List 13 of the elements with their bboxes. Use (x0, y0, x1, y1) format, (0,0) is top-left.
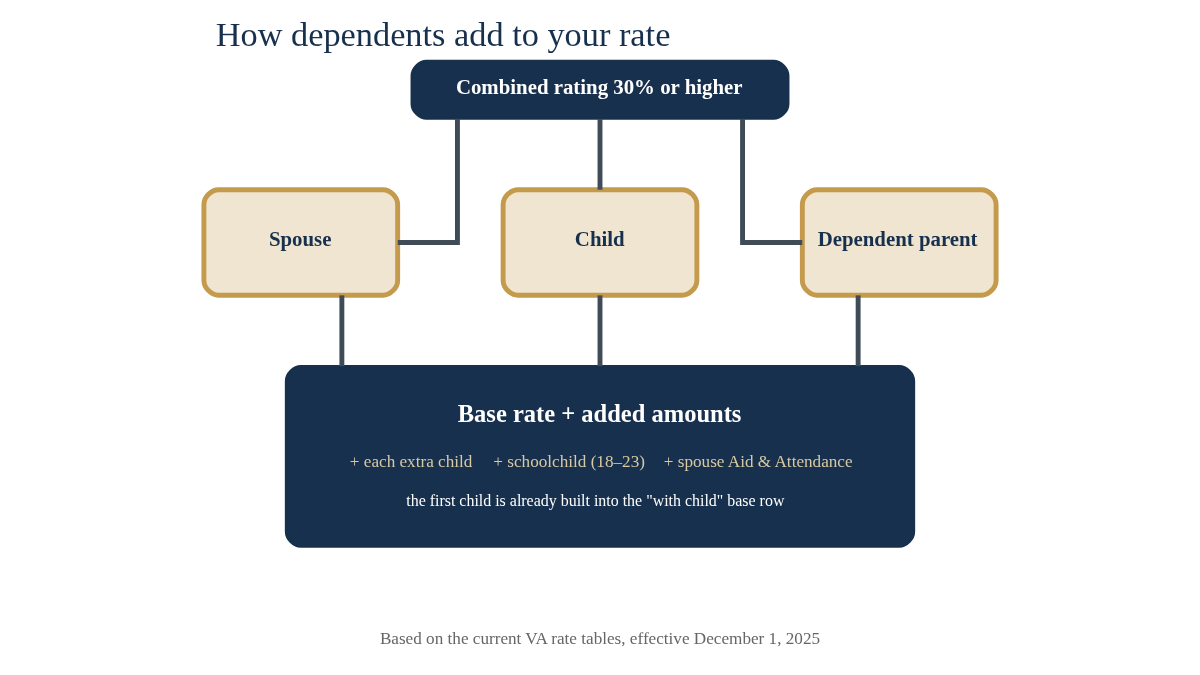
node-box: Combined rating 30% or higher (410, 59, 790, 120)
diagram-title: How dependents add to your rate (215, 14, 671, 53)
connector (597, 295, 603, 367)
node-box: Child (500, 187, 700, 298)
caption: Based on the current VA rate tables, effective December 1, 2025 (379, 629, 821, 649)
connector (339, 295, 345, 367)
node-box: Dependent parent (799, 187, 999, 298)
connector (597, 118, 603, 190)
node-box: Spouse (201, 187, 401, 298)
connector (740, 118, 803, 245)
connector (855, 295, 861, 367)
connector (397, 118, 460, 245)
node-box: Base rate + added amounts + each extra child + schoolchild (18–23) + spouse Aid & Attendance the first child is already built into the "with child" base row (284, 365, 916, 548)
